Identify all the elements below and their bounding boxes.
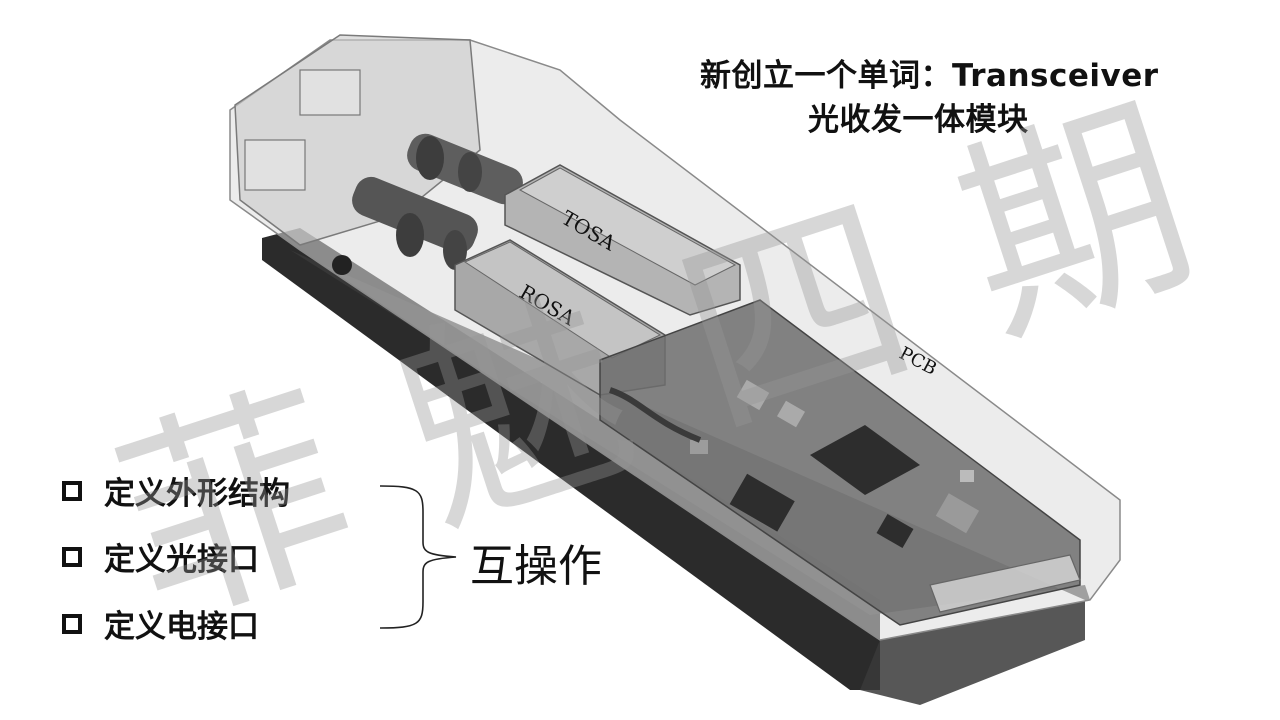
- right-brace-icon: [379, 485, 457, 629]
- square-bullet-icon: [62, 480, 82, 501]
- module-base-rail: [262, 228, 880, 690]
- bullet-item-electrical-interface: 定义电接口: [62, 601, 259, 646]
- fiber-barrels: [352, 133, 523, 270]
- slide-title-line-2: 光收发一体模块: [808, 102, 1029, 138]
- slide-title-line-1: 新创立一个单词：Transceiver: [700, 58, 1159, 94]
- bullet-item-shape: 定义外形结构: [62, 468, 290, 513]
- bullet-item-optical-interface: 定义光接口: [62, 534, 259, 579]
- interoperability-label: 互操作: [470, 541, 602, 592]
- tosa-top-face: [518, 167, 737, 286]
- mounting-hole: [332, 255, 352, 275]
- bullet-label: 定义光接口: [104, 542, 259, 578]
- rosa-top-face: [463, 241, 662, 359]
- bullet-label: 定义外形结构: [104, 476, 290, 512]
- flex-cable: [609, 387, 702, 443]
- bullet-label: 定义电接口: [104, 609, 259, 645]
- edge-connector: [929, 554, 1081, 613]
- pcb-components: [690, 379, 980, 549]
- connector-port-upper: [299, 69, 361, 116]
- optical-connector-block: [234, 34, 481, 246]
- square-bullet-icon: [62, 546, 82, 567]
- square-bullet-icon: [62, 613, 82, 634]
- connector-port-lower: [244, 139, 306, 191]
